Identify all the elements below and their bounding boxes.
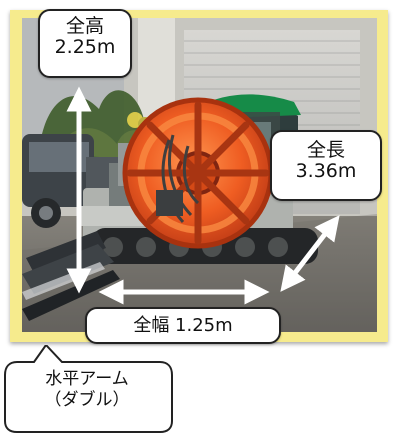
horizontal-arm-line-1: 水平アーム <box>45 369 129 389</box>
speech-bubble-shape <box>4 345 173 433</box>
horizontal-arm-text: 水平アーム （ダブル） <box>23 369 151 411</box>
overall-height-value: 2.25m <box>54 36 116 59</box>
horizontal-arm-line-2: （ダブル） <box>44 389 130 410</box>
overall-height-title: 全高 <box>65 15 104 37</box>
overall-width-label: 全幅 1.25m <box>85 307 281 344</box>
horizontal-arm-callout: 水平アーム （ダブル） <box>0 345 175 433</box>
overall-width-text: 全幅 1.25m <box>133 315 233 336</box>
overall-length-label: 全長 3.36m <box>270 130 382 201</box>
overall-height-label: 全高 2.25m <box>38 9 132 78</box>
overall-length-value: 3.36m <box>295 160 357 183</box>
overall-length-title: 全長 <box>306 139 345 161</box>
